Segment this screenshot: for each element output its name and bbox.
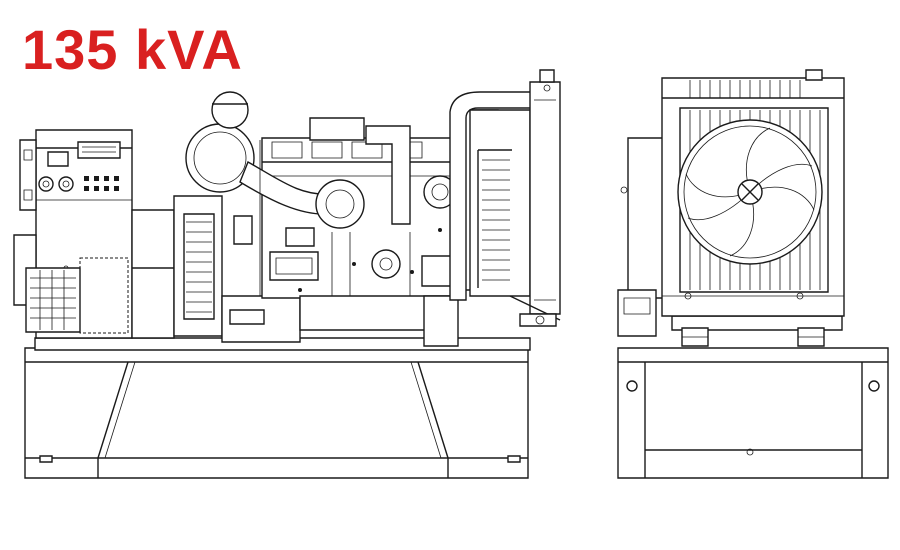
front-mounts [672, 316, 842, 346]
rating-title: 135 kVA [22, 18, 243, 81]
alternator [14, 196, 222, 338]
front-side-housing [618, 138, 664, 336]
side-view [14, 70, 560, 478]
front-view [618, 70, 888, 478]
radiator-fan [678, 120, 822, 264]
base-frame [25, 338, 530, 478]
radiator-side [450, 70, 560, 326]
front-base [618, 348, 888, 478]
